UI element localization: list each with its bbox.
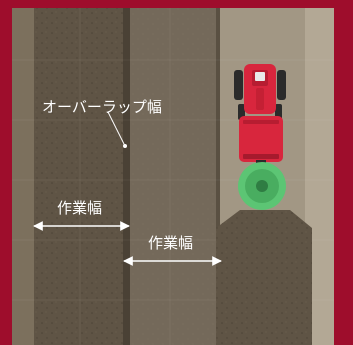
pass-2-edge xyxy=(216,8,220,345)
work-width-label-2: 作業幅 xyxy=(148,234,193,252)
untilled-strip-left-texture xyxy=(12,8,34,345)
tractor-icon xyxy=(234,64,286,166)
overlap-leader-dot xyxy=(123,144,127,148)
overlap-band xyxy=(123,8,130,345)
work-width-label-1: 作業幅 xyxy=(57,199,102,217)
tilled-pass-2-texture xyxy=(130,8,218,345)
worked-area-texture xyxy=(216,210,312,345)
gps-sensor-icon xyxy=(238,162,286,210)
overlap-width-label: オーバーラップ幅 xyxy=(42,98,162,116)
overlap-leader-line xyxy=(107,111,126,147)
tilled-pass-1-texture xyxy=(34,8,128,345)
